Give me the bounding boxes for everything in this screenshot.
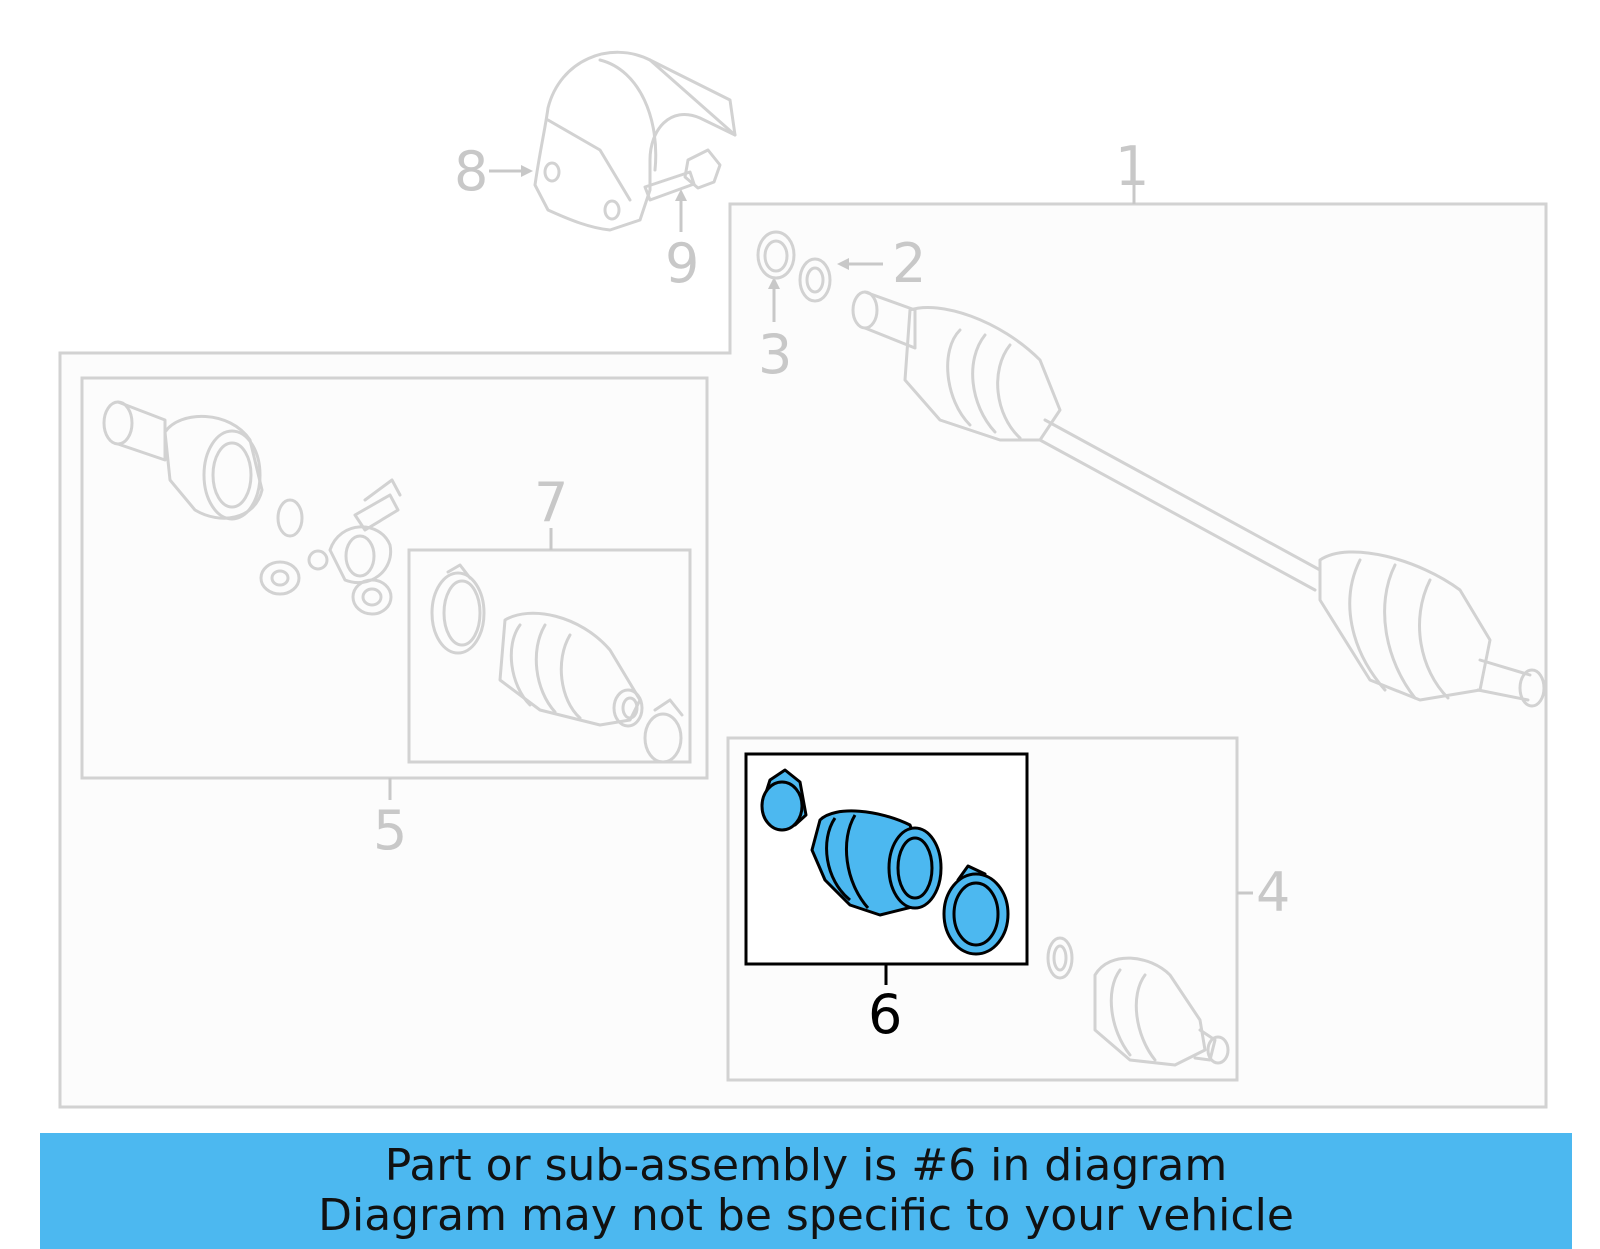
callout-3: 3 [758, 323, 792, 386]
axle-shaft-part-1 [851, 290, 1546, 708]
bracket-part-8 [533, 50, 737, 232]
inner-joint-part-5 [102, 400, 402, 616]
assembly-box-7 [407, 548, 692, 764]
info-banner: Part or sub-assembly is #6 in diagram Di… [40, 1133, 1572, 1249]
callout-1: 1 [1115, 135, 1149, 198]
washer-part-2 [798, 257, 832, 303]
outer-joint-part-4 [1046, 936, 1230, 1067]
banner-line-part-number: Part or sub-assembly is #6 in diagram [384, 1140, 1228, 1191]
callout-9: 9 [665, 232, 699, 295]
leader-lines [388, 169, 1253, 895]
bolt-part-9 [643, 148, 722, 202]
boot-kit-part-6 [760, 768, 1010, 956]
callout-5: 5 [373, 799, 407, 862]
banner-line-disclaimer: Diagram may not be specific to your vehi… [318, 1190, 1294, 1241]
callout-2: 2 [892, 232, 926, 295]
callout-4: 4 [1256, 861, 1290, 924]
snap-ring-part-3 [756, 230, 796, 280]
leader-arrowheads [521, 165, 849, 289]
callout-6: 6 [868, 983, 902, 1046]
boot-kit-part-7 [430, 563, 684, 764]
callout-8: 8 [454, 140, 488, 203]
callout-7: 7 [534, 471, 568, 534]
